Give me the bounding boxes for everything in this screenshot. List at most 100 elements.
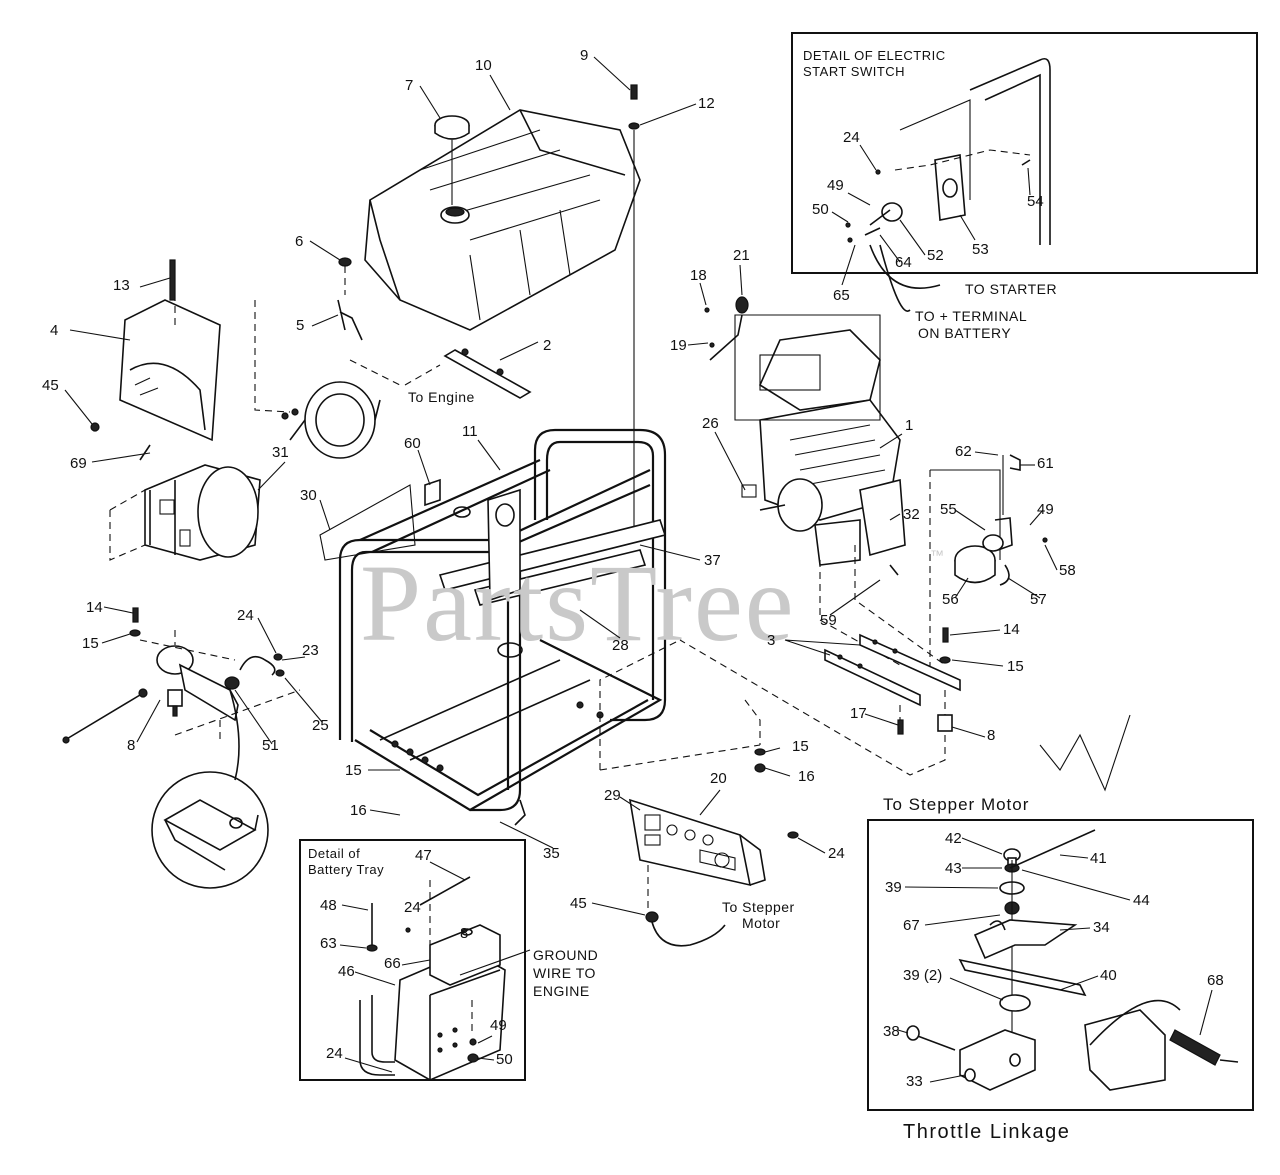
throttle-detail-labels: To Stepper Motor Throttle Linkage 42 41 … [883, 795, 1224, 1143]
switch-label-54: 54 [1027, 193, 1044, 210]
throttle-label-41: 41 [1090, 850, 1107, 867]
throttle-label-43: 43 [945, 860, 962, 877]
label-24b: 24 [828, 845, 845, 862]
label-58: 58 [1059, 562, 1076, 579]
label-3: 3 [767, 632, 775, 649]
plate-26 [741, 484, 757, 498]
label-60: 60 [404, 435, 421, 452]
label-11: 11 [462, 423, 478, 440]
control-panel [599, 639, 799, 947]
battery-note-ground-1: GROUND [533, 947, 598, 963]
end-cover [90, 259, 221, 442]
label-15d: 15 [792, 738, 809, 755]
leader-lines [64, 56, 1058, 916]
rotor-bearing [254, 300, 381, 459]
note-to-stepper-line2: Motor [742, 915, 780, 931]
switch-detail-title-1: DETAIL OF ELECTRIC [803, 48, 946, 63]
label-20: 20 [710, 770, 727, 787]
throttle-label-33: 33 [906, 1073, 923, 1090]
label-16b: 16 [798, 768, 815, 785]
label-12: 12 [698, 95, 715, 112]
oil-filter [954, 454, 1048, 586]
battery-label-49: 49 [490, 1017, 507, 1034]
label-1: 1 [905, 417, 913, 434]
label-30: 30 [300, 487, 317, 504]
label-13: 13 [113, 277, 130, 294]
label-8a: 8 [127, 737, 135, 754]
throttle-label-40: 40 [1100, 967, 1117, 984]
label-45b: 45 [570, 895, 587, 912]
label-5: 5 [296, 317, 304, 334]
throttle-label-38: 38 [883, 1023, 900, 1040]
switch-note-to-terminal-1: TO + TERMINAL [915, 308, 1027, 324]
part-labels: 1 2 3 4 5 6 7 8 8 9 10 11 12 13 14 14 15… [42, 47, 1076, 912]
label-8b: 8 [987, 727, 995, 744]
label-24a: 24 [237, 607, 254, 624]
switch-label-50: 50 [812, 201, 829, 218]
label-51: 51 [262, 737, 279, 754]
throttle-caption: Throttle Linkage [903, 1121, 1070, 1143]
label-14a: 14 [86, 599, 103, 616]
label-9: 9 [580, 47, 588, 64]
label-15a: 15 [82, 635, 99, 652]
note-to-engine: To Engine [408, 389, 475, 405]
detail-magnifier [151, 771, 269, 889]
label-32: 32 [903, 506, 920, 523]
battery-label-66: 66 [384, 955, 401, 972]
label-31: 31 [272, 444, 289, 461]
mount-rails [679, 627, 961, 776]
label-37: 37 [704, 552, 721, 569]
label-14b: 14 [1003, 621, 1020, 638]
watermark: PartsTree [360, 542, 796, 664]
switch-label-64: 64 [895, 254, 912, 271]
throttle-detail-box [867, 714, 1254, 1111]
label-7: 7 [405, 77, 413, 94]
throttle-label-67: 67 [903, 917, 920, 934]
label-28: 28 [612, 637, 629, 654]
battery-detail-title-1: Detail of [308, 846, 360, 861]
throttle-label-34: 34 [1093, 919, 1110, 936]
battery-label-47: 47 [415, 847, 432, 864]
battery-label-24b: 24 [326, 1045, 343, 1062]
label-2: 2 [543, 337, 551, 354]
battery-label-48: 48 [320, 897, 337, 914]
bracket-2 [349, 348, 532, 399]
label-18: 18 [690, 267, 707, 284]
side-panel [319, 484, 416, 561]
switch-label-52: 52 [927, 247, 944, 264]
battery-detail-box [299, 839, 531, 1081]
switch-label-65: 65 [833, 287, 850, 304]
switch-label-49: 49 [827, 177, 844, 194]
throttle-heading: To Stepper Motor [883, 795, 1029, 814]
label-69: 69 [70, 455, 87, 472]
label-59: 59 [820, 612, 837, 629]
label-15c: 15 [345, 762, 362, 779]
left-mount-group [62, 607, 301, 781]
label-26: 26 [702, 415, 719, 432]
fuel-valve [337, 257, 363, 341]
label-19: 19 [670, 337, 687, 354]
switch-label-53: 53 [972, 241, 989, 258]
switch-note-to-terminal-2: ON BATTERY [918, 325, 1011, 341]
label-62: 62 [955, 443, 972, 460]
switch-detail-box [791, 32, 1258, 312]
label-10: 10 [475, 57, 492, 74]
battery-label-63: 63 [320, 935, 337, 952]
label-6: 6 [295, 233, 303, 250]
battery-label-46: 46 [338, 963, 355, 980]
watermark-trademark: ™ [930, 547, 944, 563]
label-4: 4 [50, 322, 58, 339]
label-57: 57 [1030, 591, 1047, 608]
throttle-label-39b: 39 (2) [903, 967, 942, 984]
label-61: 61 [1037, 455, 1054, 472]
battery-detail-title-2: Battery Tray [308, 862, 384, 877]
throttle-label-42: 42 [945, 830, 962, 847]
battery-label-24a: 24 [404, 899, 421, 916]
bolt-and-washer [628, 84, 640, 530]
label-29: 29 [604, 787, 621, 804]
battery-detail-labels: Detail of Battery Tray 47 48 24 8 63 66 … [308, 846, 598, 1073]
label-21: 21 [733, 247, 750, 264]
switch-label-24: 24 [843, 129, 860, 146]
